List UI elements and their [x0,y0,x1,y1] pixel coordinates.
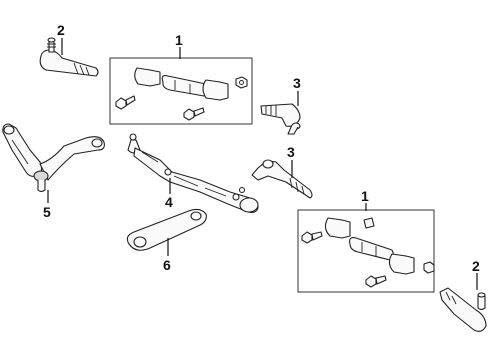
tie-rod-end-top-left [39,37,99,77]
callout-5: 5 [43,204,51,220]
callout-2-bottom: 2 [472,258,480,274]
callout-3-center: 3 [287,144,295,160]
tie-rod-end-bottom-right [439,287,487,332]
idler-arm [2,123,105,193]
callout-1-bottom: 1 [361,188,369,204]
callout-1-top: 1 [175,32,183,48]
tie-rod-end-center [251,159,313,199]
callout-6: 6 [163,257,171,273]
center-link [127,133,259,214]
repair-kit-box-bottom [297,209,435,293]
callout-4: 4 [165,194,173,210]
pitman-arm [126,208,207,251]
callout-3-upper: 3 [293,75,301,91]
tie-rod-end-right-upper [260,103,301,135]
callout-2-top: 2 [57,22,65,38]
repair-kit-box-top [109,57,253,125]
